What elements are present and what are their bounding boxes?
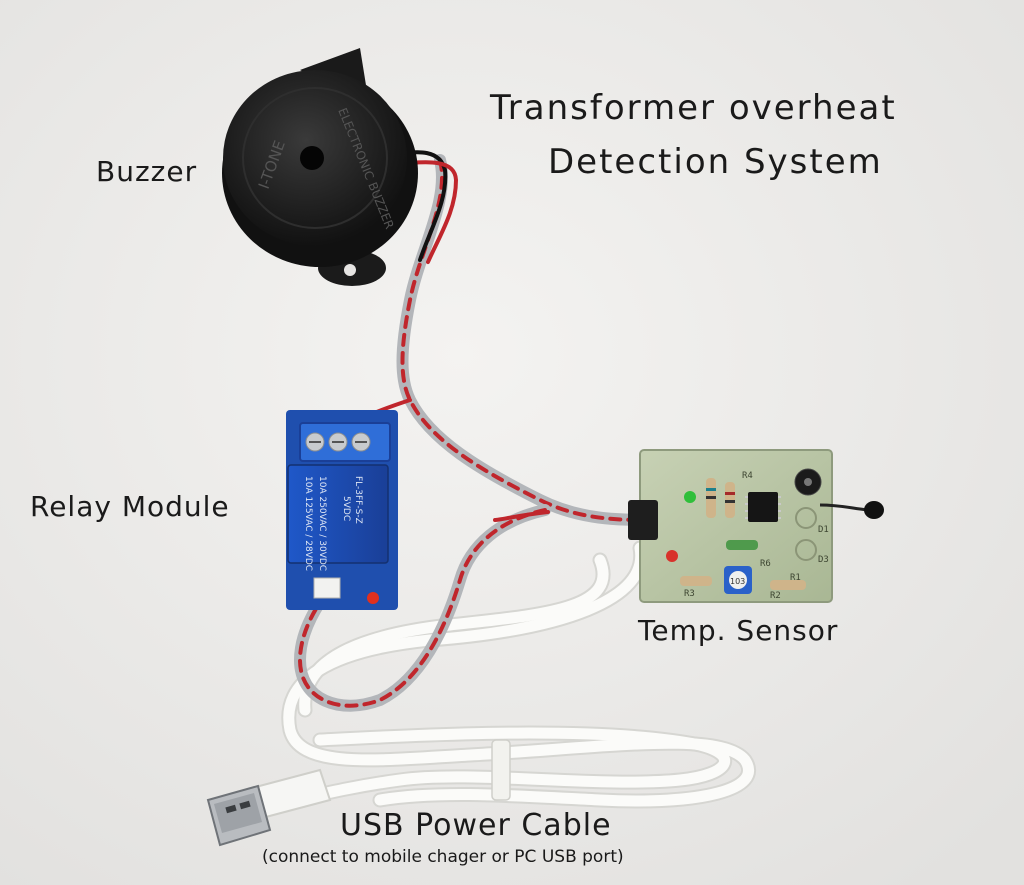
pcb-label-d3: D3 <box>818 555 829 565</box>
relay-rating-1: 10A 250VAC / 30VDC <box>317 476 327 571</box>
title-line-1: Transformer overheat <box>490 88 897 128</box>
pcb-label-r6: R6 <box>760 559 771 569</box>
title-line-2: Detection System <box>548 142 883 182</box>
pot-label: 103 <box>730 577 745 586</box>
buzzer: I-TONE ELECTRONIC BUZZER <box>222 48 418 286</box>
relay-rating-2: 10A 125VAC / 28VDC <box>303 476 313 571</box>
relay-module: FL-3FF-S-Z 5VDC 10A 250VAC / 30VDC 10A 1… <box>286 410 398 610</box>
pcb-label-r3: R3 <box>684 589 695 599</box>
buzzer-hole <box>300 146 324 170</box>
sensor-connector <box>628 500 658 540</box>
ic-chip <box>748 492 778 522</box>
relay-module-label: Relay Module <box>30 490 230 523</box>
relay-voltage-text: 5VDC <box>341 496 351 521</box>
relay-body <box>287 464 389 564</box>
pcb-label-r4: R4 <box>742 471 753 481</box>
pcb-label-d1: D1 <box>818 525 829 535</box>
cable-tie <box>491 739 511 801</box>
temp-sensor-board: 103 R4 R1 R6 R2 R3 D1 D3 <box>628 449 884 603</box>
buzzer-leads <box>390 150 459 264</box>
buzzer-label: Buzzer <box>96 155 198 188</box>
resistors <box>680 478 806 590</box>
temp-sensor-label: Temp. Sensor <box>638 614 839 647</box>
pcb-label-r1: R1 <box>790 573 801 583</box>
relay-led <box>367 592 379 604</box>
pcb-label-r2: R2 <box>770 591 781 601</box>
power-led <box>684 491 696 503</box>
usb-cable-note: (connect to mobile chager or PC USB port… <box>262 847 624 867</box>
relay-model-text: FL-3FF-S-Z <box>353 476 363 524</box>
thermistor <box>864 501 884 519</box>
relay-pin-header <box>313 577 341 599</box>
usb-cable-label: USB Power Cable <box>340 808 612 843</box>
usb-plug <box>206 768 332 847</box>
